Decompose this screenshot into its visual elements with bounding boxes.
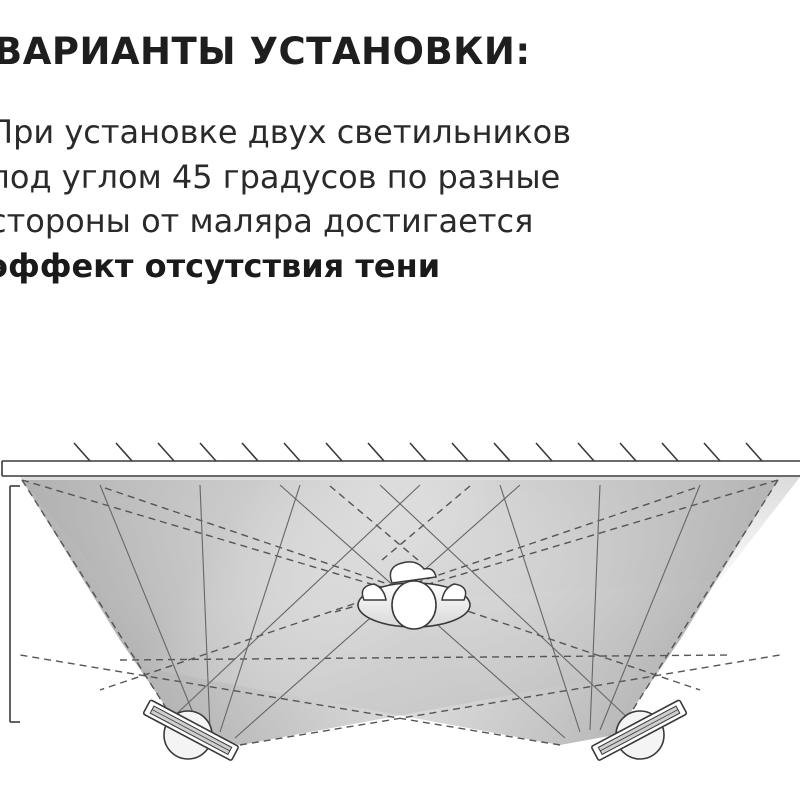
- description-emphasis: эффект отсутствия тени: [0, 246, 441, 285]
- ceiling: [1, 442, 800, 477]
- description-text: При установке двух светильников под угло…: [0, 110, 571, 288]
- painter-top-view: [357, 561, 471, 630]
- wall-height-marker: [9, 485, 20, 723]
- right-lamp: [591, 699, 688, 761]
- left-lamp: [142, 699, 239, 761]
- description-line-2: под углом 45 градусов по разные: [0, 157, 561, 196]
- description-line-1: При установке двух светильников: [0, 113, 572, 151]
- description-line-3: стороны от маляра достигается: [0, 202, 534, 240]
- page-title: ВАРИАНТЫ УСТАНОВКИ:: [0, 30, 531, 73]
- installation-diagram: [0, 442, 800, 761]
